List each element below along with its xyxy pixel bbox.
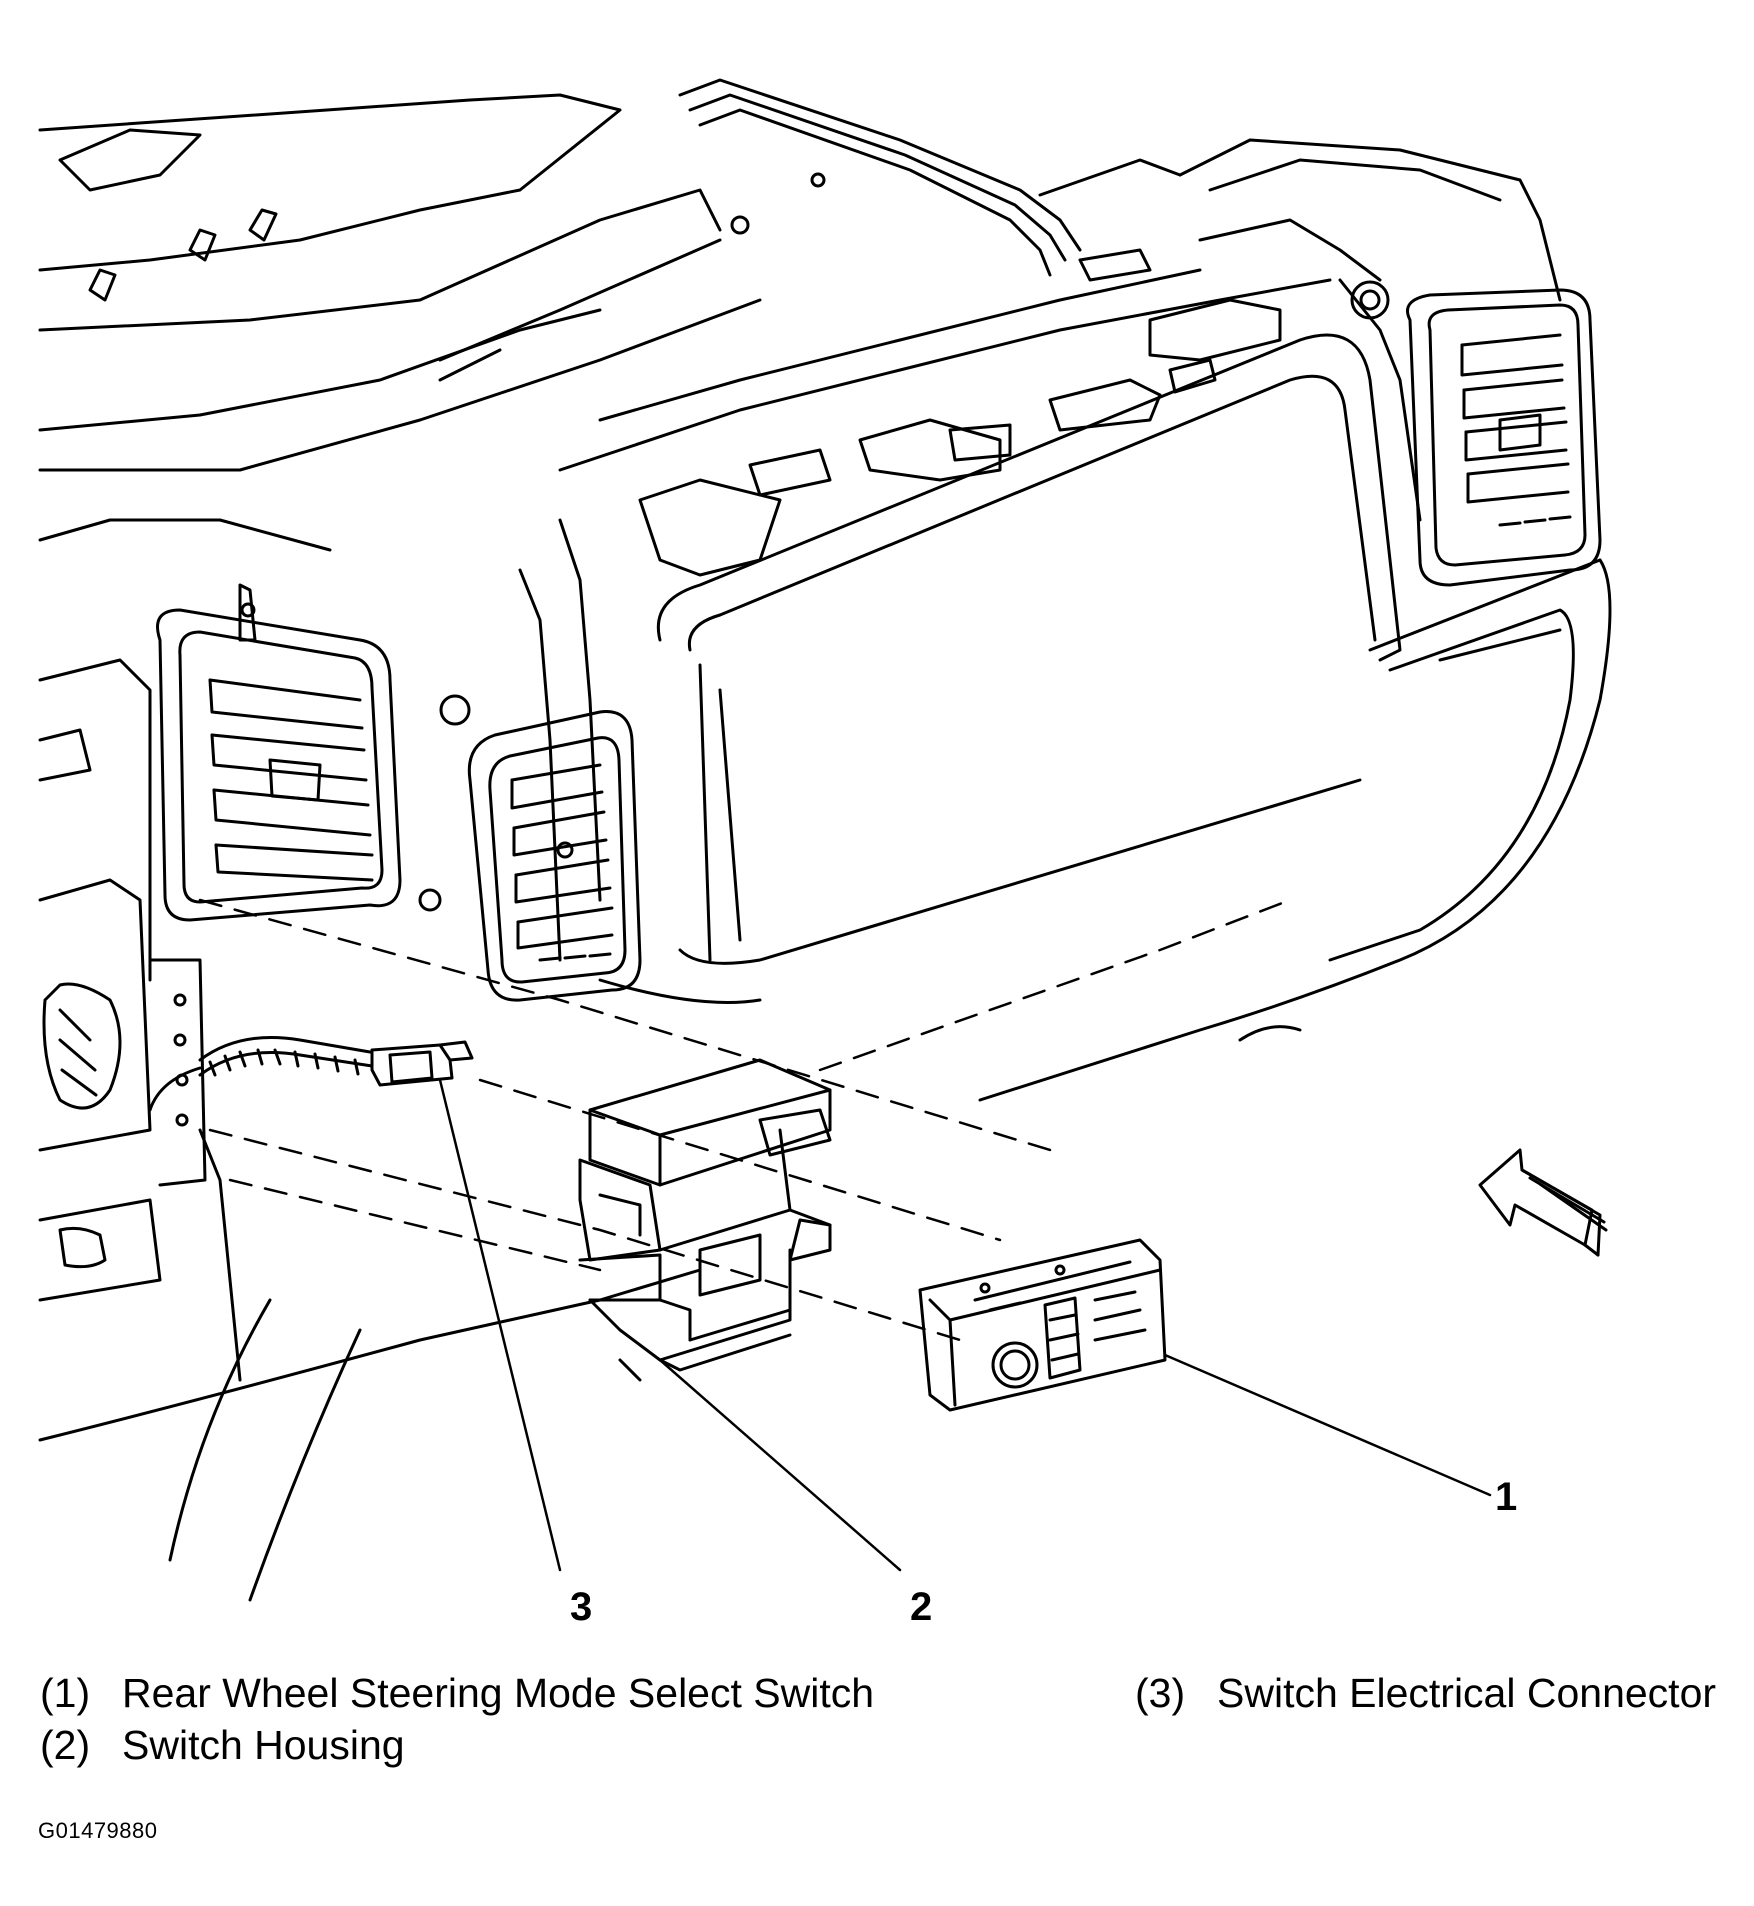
center-dash bbox=[518, 248, 1332, 962]
left-air-vent bbox=[156, 583, 402, 922]
upper-loom bbox=[678, 78, 1182, 277]
dashboard-exploded-illustration: 1 2 3 bbox=[38, 78, 1612, 1629]
legend-item-1: (1) Rear Wheel Steering Mode Select Switc… bbox=[40, 1670, 874, 1717]
legend-label: Switch Electrical Connector bbox=[1217, 1670, 1717, 1716]
glove-box-panel bbox=[598, 333, 1612, 1102]
right-dash-corner bbox=[1178, 138, 1562, 522]
right-air-vent bbox=[1406, 288, 1602, 587]
legend-number: (1) bbox=[40, 1670, 91, 1716]
legend-label: Switch Housing bbox=[122, 1722, 405, 1768]
legend-item-3: (3) Switch Electrical Connector bbox=[1135, 1670, 1716, 1717]
legend: (1) Rear Wheel Steering Mode Select Switc… bbox=[0, 1670, 1754, 1830]
view-direction-arrow bbox=[1478, 1148, 1608, 1257]
switch-housing bbox=[578, 1058, 832, 1382]
upper-dash-structure bbox=[38, 93, 762, 552]
legend-number: (3) bbox=[1135, 1670, 1186, 1716]
callout-1: 1 bbox=[1495, 1475, 1517, 1519]
callout-3: 3 bbox=[570, 1585, 592, 1629]
mode-select-switch bbox=[918, 1238, 1167, 1412]
callout-2: 2 bbox=[910, 1585, 932, 1629]
legend-item-2: (2) Switch Housing bbox=[40, 1722, 405, 1769]
center-air-vent bbox=[418, 694, 642, 1002]
leader-line-1 bbox=[1163, 1353, 1492, 1497]
switch-electrical-connector bbox=[370, 1040, 474, 1087]
lower-left-dash bbox=[38, 658, 702, 1602]
figure-id: G01479880 bbox=[38, 1818, 158, 1843]
wiring-harness bbox=[148, 1036, 374, 1112]
leader-line-3 bbox=[438, 1078, 562, 1572]
assembly-guide-lines bbox=[198, 898, 1292, 1342]
leader-line-2 bbox=[658, 1358, 902, 1572]
callout-leaders bbox=[438, 1078, 1492, 1572]
legend-label: Rear Wheel Steering Mode Select Switch bbox=[122, 1670, 875, 1716]
legend-number: (2) bbox=[40, 1722, 91, 1768]
